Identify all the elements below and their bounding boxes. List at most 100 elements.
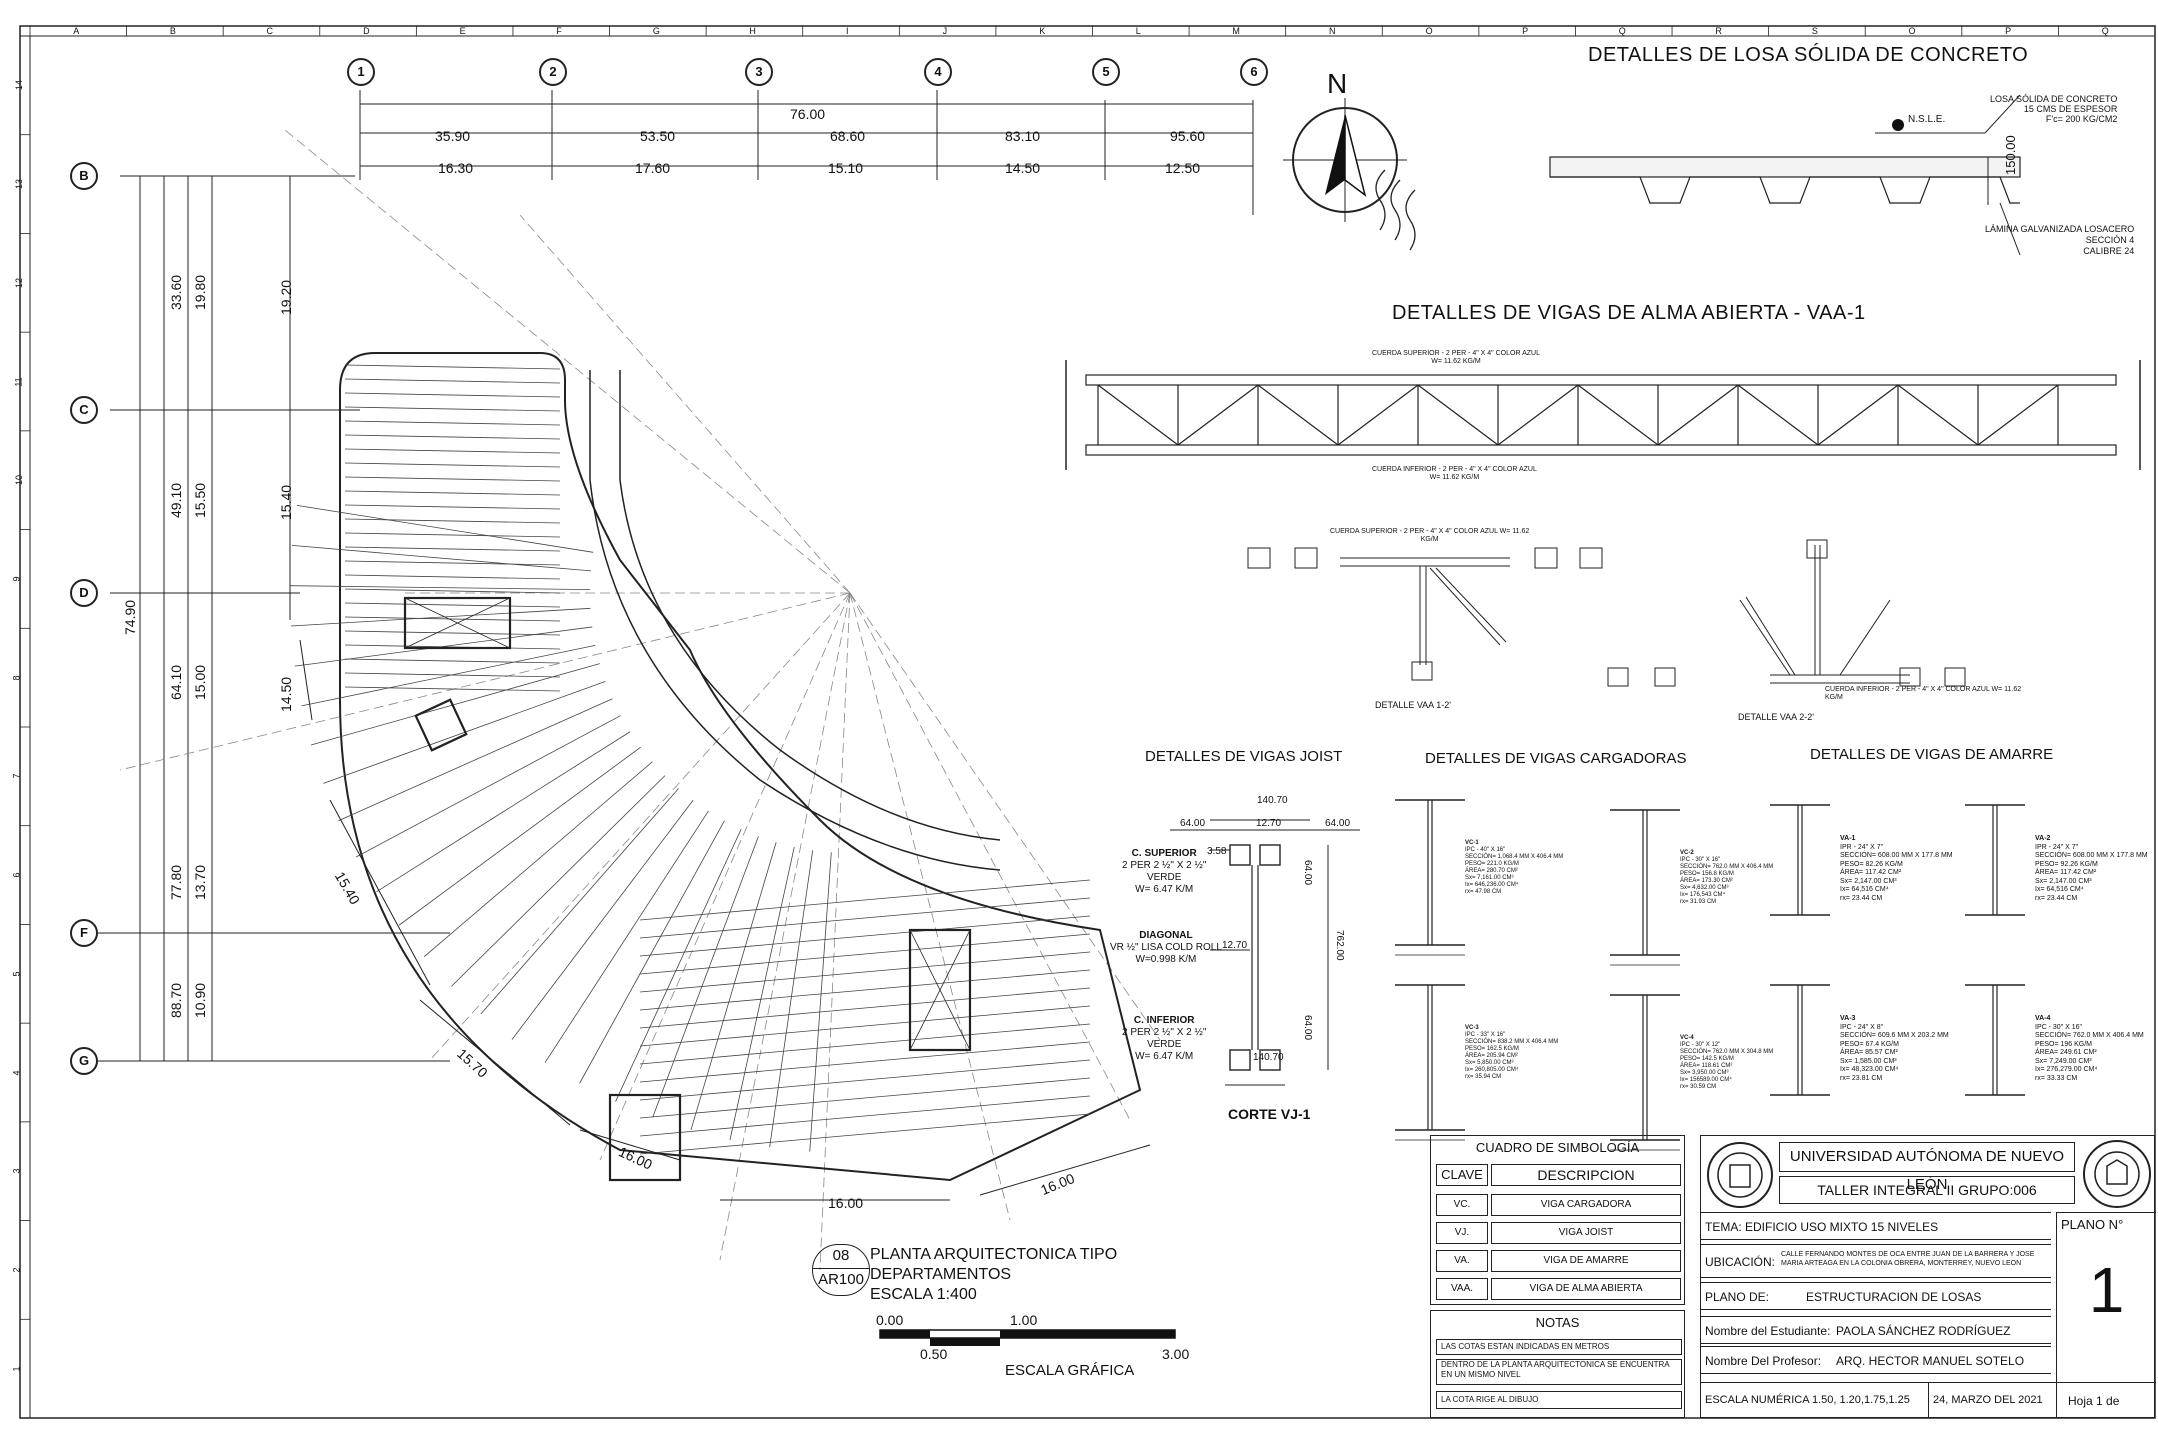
column-ref-label: O: [1908, 26, 1916, 36]
note-3: LA COTA RIGE AL DIBUJO: [1436, 1391, 1682, 1409]
beam-spec-line: Ix= 64,516 CM⁴: [2035, 886, 2084, 893]
dim-left: 19.80: [192, 274, 208, 310]
beam-spec-line: Ix= 156589.00 CM⁴: [1680, 1077, 1732, 1083]
column-ref-label: O: [1425, 26, 1433, 36]
estudiante-value: PAOLA SÁNCHEZ RODRÍGUEZ: [1836, 1324, 2011, 1338]
joist-sup-line2: 2 PER 2 ½" X 2 ½": [1122, 860, 1207, 871]
joist-dim-762: 762.00: [1334, 930, 1345, 961]
beam-spec-line: ÁREA= 118.61 CM²: [1680, 1063, 1733, 1069]
column-ref-label: J: [942, 26, 948, 36]
amarre-title: DETALLES DE VIGAS DE AMARRE: [1810, 746, 2054, 763]
column-ref-label: R: [1715, 26, 1722, 36]
beam-spec-line: PESO= 196 KG/M: [2035, 1040, 2092, 1048]
plano-de-row: PLANO DE: ESTRUCTURACION DE LOSAS: [1701, 1282, 2051, 1310]
joist-dim-64b: 64.00: [1302, 1015, 1313, 1041]
joist-dim-left: 64.00: [1180, 818, 1206, 829]
beam-spec-line: rx= 23.81 CM: [1840, 1074, 1883, 1082]
beam-spec-line: ÁREA= 85.57 CM²: [1840, 1049, 1898, 1056]
dim-top-row2: 17.60: [635, 160, 671, 176]
vaa-detail1-top-line1: CUERDA SUPERIOR - 2 PER - 4" X 4" COLOR …: [1330, 528, 1530, 535]
joist-sup-note: C. SUPERIOR 2 PER 2 ½" X 2 ½" VERDE W= 6…: [1122, 848, 1206, 896]
university-name: UNIVERSIDAD AUTÓNOMA DE NUEVO LEÓN: [1779, 1142, 2075, 1193]
ubicacion-value: CALLE FERNANDO MONTES DE OCA ENTRE JUAN …: [1781, 1251, 2035, 1267]
beam-spec-line: rx= 23.44 CM: [2035, 894, 2078, 902]
ubicacion-row: UBICACIÓN: CALLE FERNANDO MONTES DE OCA …: [1701, 1244, 2051, 1278]
beam-spec-line: Sx= 3,950.00 CM³: [1680, 1070, 1729, 1076]
scale-title: ESCALA GRÁFICA: [1005, 1362, 1135, 1379]
axis-bubble-D: D: [70, 579, 98, 607]
scale-label-0: 0.00: [876, 1312, 904, 1328]
symbol-clave: VJ.: [1436, 1222, 1488, 1244]
dim-left: 10.90: [192, 982, 208, 1018]
axis-bubble-6: 6: [1240, 58, 1268, 86]
beam-spec-line: PESO= 67.4 KG/M: [1840, 1040, 1899, 1048]
vaa-bottom-label: CUERDA INFERIOR - 2 PER - 4" X 4" COLOR …: [1372, 466, 1537, 482]
beam-spec-line: rx= 35.94 CM: [1465, 1074, 1502, 1080]
joist-sup-line4: W= 6.47 K/M: [1135, 884, 1194, 895]
beam-spec-line: Ix= 646,236.00 CM⁴: [1465, 882, 1519, 888]
beam-spec-line: Sx= 5,850.00 CM³: [1465, 1060, 1514, 1066]
vaa-top-label-line1: CUERDA SUPERIOR - 2 PER - 4" X 4" COLOR …: [1372, 350, 1540, 357]
beam-spec-line: IPC - 30" X 16": [1680, 857, 1721, 863]
symbology-head-desc: DESCRIPCION: [1491, 1164, 1681, 1186]
beam-name: VC-4: [1680, 1035, 1694, 1041]
symbology-table: CUADRO DE SIMBOLOGÍA CLAVE DESCRIPCION V…: [1430, 1135, 1685, 1305]
dim-top-row2: 16.30: [438, 160, 474, 176]
beam-spec-line: Ix= 64,516 CM⁴: [1840, 886, 1889, 893]
beam-spec-line: SECCIÓN= 608.00 MM X 177.8 MM: [2035, 852, 2148, 859]
joist-dim-bottom: 140.70: [1253, 1052, 1284, 1063]
profesor-row: Nombre Del Profesor: ARQ. HECTOR MANUEL …: [1701, 1346, 2051, 1374]
footer-row: ESCALA NUMÉRICA 1.50, 1.20,1.75,1.25 24,…: [1701, 1382, 2156, 1418]
beam-name: VA-1: [1840, 835, 1856, 842]
dim-top-row1: 53.50: [640, 128, 676, 144]
plano-de-label: PLANO DE:: [1705, 1290, 1770, 1304]
beam-spec-line: PESO= 162.5 KG/M: [1465, 1046, 1519, 1052]
column-ref-label: P: [1522, 26, 1529, 36]
plan-caption-scale: ESCALA 1:400: [870, 1286, 977, 1303]
vaa-detail2-bottom-line1: CUERDA INFERIOR - 2 PER - 4" X 4" COLOR …: [1825, 686, 2022, 693]
axis-bubble-4: 4: [924, 58, 952, 86]
course-name: TALLER INTEGRAL II GRUPO:006: [1779, 1176, 2075, 1204]
dim-left: 49.10: [168, 482, 184, 518]
joist-dim-127: 12.70: [1222, 940, 1248, 951]
column-ref-label: C: [266, 26, 273, 36]
beam-spec-line: SECCIÓN= 762.0 MM X 304.8 MM: [1680, 1049, 1774, 1055]
beam-spec-line: ÁREA= 117.42 CM²: [1840, 869, 1902, 876]
joist-dim-right: 64.00: [1325, 818, 1351, 829]
beam-name: VC-3: [1465, 1025, 1479, 1031]
joist-inf-line3: VERDE: [1146, 1039, 1182, 1050]
beam-spec-line: PESO= 92.26 KG/M: [2035, 860, 2098, 868]
joist-diag-line1: DIAGONAL: [1139, 930, 1193, 941]
joist-diag-line2: VR ½" LISA COLD ROLL: [1110, 942, 1222, 953]
escala-numerica: ESCALA NUMÉRICA 1.50, 1.20,1.75,1.25: [1705, 1394, 1910, 1406]
beam-spec-line: ÁREA= 280.70 CM²: [1465, 868, 1518, 874]
ubicacion-label: UBICACIÓN:: [1705, 1255, 1776, 1269]
beam-spec-line: SECCIÓN= 608.00 MM X 177.8 MM: [1840, 852, 1953, 859]
plan-caption-number: 08: [832, 1247, 850, 1264]
university-seal-icon: [1707, 1142, 1773, 1208]
joist-inf-line4: W= 6.47 K/M: [1135, 1051, 1194, 1062]
losa-dim: 150.00: [2003, 135, 2018, 175]
plan-caption-title: PLANTA ARQUITECTONICA TIPO: [870, 1246, 1118, 1263]
dim-top-row2: 12.50: [1165, 160, 1201, 176]
beam-spec-line: IPR - 24" X 7": [2035, 843, 2079, 851]
axis-bubble-5: 5: [1092, 58, 1120, 86]
joist-dim-top: 140.70: [1257, 795, 1288, 806]
vaa-detail2-bottom-line2: KG/M: [1825, 694, 1843, 701]
dim-left: 19.20: [278, 279, 294, 315]
symbol-clave: VAA.: [1436, 1278, 1488, 1300]
symbol-description: VIGA CARGADORA: [1491, 1194, 1681, 1216]
notes-title: NOTAS: [1535, 1315, 1580, 1330]
joist-dim-64a: 64.00: [1302, 860, 1313, 886]
scale-label-1: 1.00: [1010, 1312, 1038, 1328]
column-ref-label: F: [556, 26, 562, 36]
beam-spec-line: IPC - 33" X 16": [1465, 1032, 1506, 1038]
vaa-top-label-line2: W= 11.62 KG/M: [1431, 358, 1481, 365]
vaa-top-label: CUERDA SUPERIOR - 2 PER - 4" X 4" COLOR …: [1372, 350, 1540, 366]
vaa-title: DETALLES DE VIGAS DE ALMA ABIERTA - VAA-…: [1392, 302, 1866, 324]
